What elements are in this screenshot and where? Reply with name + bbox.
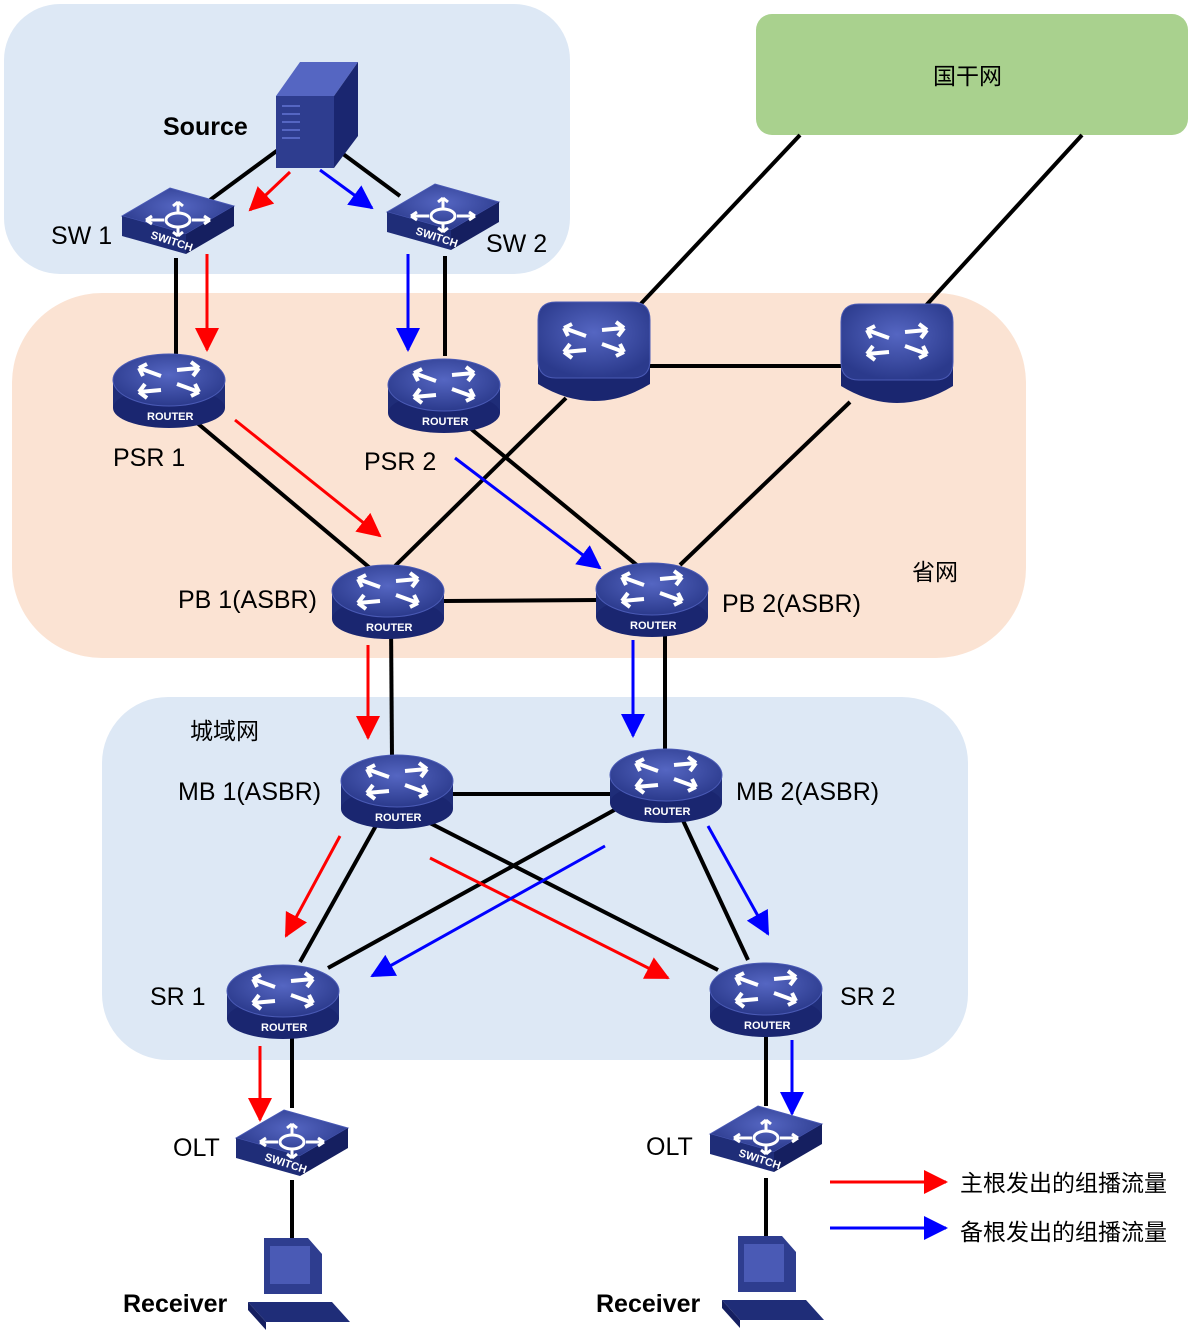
psr1-router-icon: ROUTER [111, 352, 227, 430]
receiver1-label: Receiver [123, 1290, 228, 1318]
receiver2-label: Receiver [596, 1290, 701, 1318]
receiver2-pc-icon [722, 1236, 824, 1328]
pb1-label: PB 1(ASBR) [178, 586, 317, 614]
pb2-label: PB 2(ASBR) [722, 590, 861, 618]
sw2-label: SW 2 [486, 230, 547, 258]
legend: 主根发出的组播流量 备根发出的组播流量 [830, 1170, 1167, 1246]
pb1-router-icon: ROUTER [330, 563, 446, 641]
sr2-label: SR 2 [840, 983, 896, 1011]
svg-text:ROUTER: ROUTER [644, 806, 691, 818]
legend-backup-label: 备根发出的组播流量 [960, 1220, 1167, 1246]
province-network-label: 省网 [912, 560, 958, 586]
national-backbone-label: 国干网 [933, 64, 1002, 90]
mb1-label: MB 1(ASBR) [178, 778, 321, 806]
legend-primary-label: 主根发出的组播流量 [960, 1171, 1167, 1197]
mb2-router-icon: ROUTER [608, 747, 724, 825]
svg-text:ROUTER: ROUTER [375, 812, 422, 824]
sr1-label: SR 1 [150, 983, 206, 1011]
mb2-label: MB 2(ASBR) [736, 778, 879, 806]
core-router-right-icon [839, 302, 955, 405]
primary-flow-arrows [195, 170, 670, 1122]
olt1-label: OLT [173, 1134, 220, 1162]
psr2-router-icon: ROUTER [386, 357, 502, 435]
sw1-label: SW 1 [51, 222, 112, 250]
svg-text:ROUTER: ROUTER [744, 1020, 791, 1032]
psr2-label: PSR 2 [364, 448, 436, 476]
svg-text:ROUTER: ROUTER [261, 1022, 308, 1034]
source-label: Source [163, 113, 248, 141]
olt2-label: OLT [646, 1133, 693, 1161]
sr1-router-icon: ROUTER [225, 963, 341, 1041]
sr2-router-icon: ROUTER [708, 961, 824, 1039]
olt2-switch-icon: SWITCH [708, 1104, 824, 1174]
svg-text:ROUTER: ROUTER [422, 416, 469, 428]
psr1-label: PSR 1 [113, 444, 185, 472]
source-server-icon [276, 62, 358, 168]
national-backbone-region [756, 14, 1188, 135]
svg-text:ROUTER: ROUTER [366, 622, 413, 634]
mb1-router-icon: ROUTER [339, 753, 455, 831]
receiver1-pc-icon [248, 1238, 350, 1330]
backup-flow-arrows [319, 168, 804, 1116]
pb2-router-icon: ROUTER [594, 561, 710, 639]
links [174, 133, 1084, 1238]
province-region [12, 293, 1026, 658]
olt1-switch-icon: SWITCH [234, 1108, 350, 1178]
core-router-left-icon [536, 300, 652, 403]
svg-text:ROUTER: ROUTER [630, 620, 677, 632]
metro-network-label: 城域网 [190, 719, 259, 745]
svg-text:ROUTER: ROUTER [147, 411, 194, 423]
